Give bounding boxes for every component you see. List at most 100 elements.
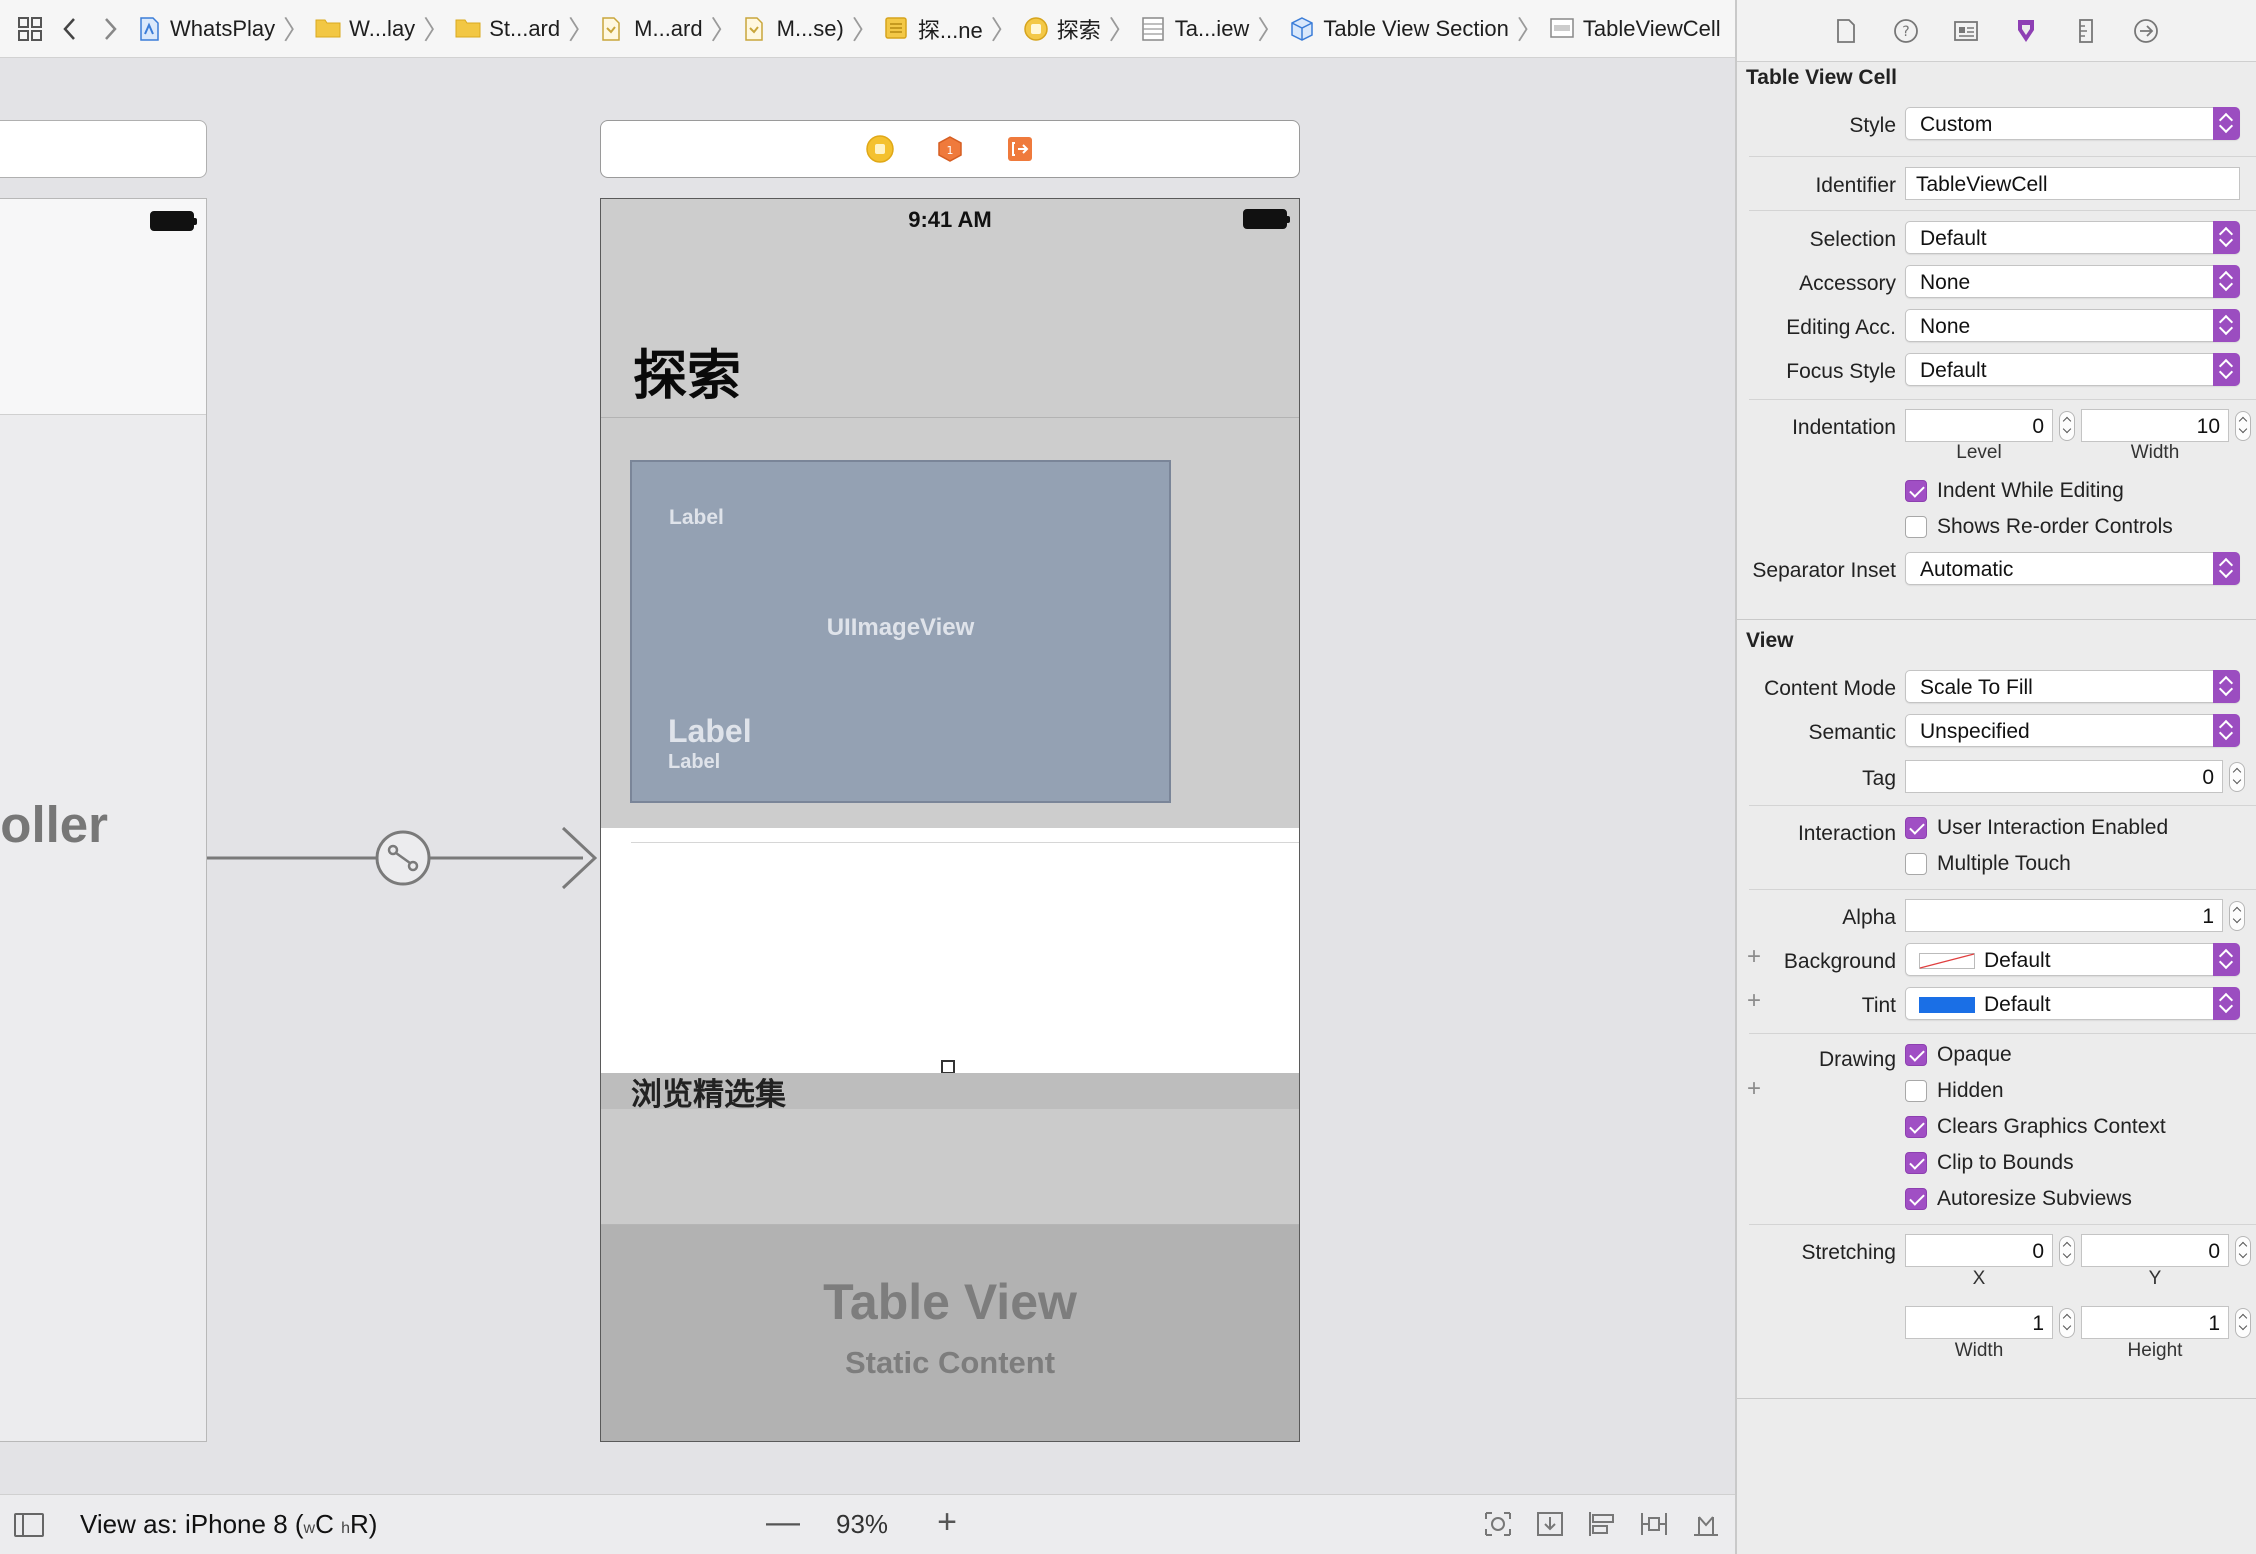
storyboard-canvas[interactable]: roller 1 9:41 AM xyxy=(0,58,1735,1494)
left-scene[interactable]: roller xyxy=(0,198,207,1442)
update-frames-icon[interactable] xyxy=(1482,1509,1514,1539)
opaque-checkbox[interactable] xyxy=(1905,1044,1927,1066)
indentation-level-field[interactable]: 0 xyxy=(1905,409,2053,442)
clears-graphics-context-checkbox[interactable] xyxy=(1905,1116,1927,1138)
focus-style-popup[interactable]: Default xyxy=(1905,353,2240,386)
shows-reorder-checkbox[interactable] xyxy=(1905,516,1927,538)
crumb-group-2[interactable]: St...ard〉 xyxy=(449,10,594,47)
stretching-y-stepper[interactable] xyxy=(2235,1236,2251,1266)
hidden-checkbox[interactable] xyxy=(1905,1080,1927,1102)
alpha-label: Alpha xyxy=(1842,906,1896,929)
stretching-x-stepper[interactable] xyxy=(2059,1236,2075,1266)
clears-graphics-context-label: Clears Graphics Context xyxy=(1937,1115,2166,1138)
selected-cell-content[interactable] xyxy=(601,828,1299,1074)
resolve-autolayout-icon[interactable] xyxy=(1690,1509,1722,1539)
divider xyxy=(1749,156,2256,157)
indent-while-editing-checkbox[interactable] xyxy=(1905,480,1927,502)
alpha-stepper[interactable] xyxy=(2229,901,2245,931)
crumb-project[interactable]: WhatsPlay〉 xyxy=(130,10,309,47)
navigation-large-title[interactable]: 探索 xyxy=(633,344,741,407)
selection-popup[interactable]: Default xyxy=(1905,221,2240,254)
crumb-scene[interactable]: 探...ne〉 xyxy=(878,10,1017,47)
identifier-field[interactable]: TableViewCell xyxy=(1905,167,2240,200)
cell-separator xyxy=(631,842,1299,843)
editing-accessory-popup[interactable]: None xyxy=(1905,309,2240,342)
crumb-table-view[interactable]: Ta...iew〉 xyxy=(1135,10,1283,47)
first-responder-icon[interactable]: 1 xyxy=(935,134,965,164)
add-variation-icon[interactable]: + xyxy=(1747,943,1762,970)
add-variation-icon[interactable]: + xyxy=(1747,1075,1762,1102)
identity-inspector-icon[interactable] xyxy=(1951,16,1981,46)
multiple-touch-checkbox[interactable] xyxy=(1905,853,1927,875)
tag-field[interactable]: 0 xyxy=(1905,760,2223,793)
explore-scene[interactable]: 9:41 AM 探索 Label UIImageView Label Label… xyxy=(600,198,1300,1442)
table-view-cell[interactable] xyxy=(601,1109,1299,1225)
left-scene-dock[interactable] xyxy=(0,120,207,178)
zoom-out-button[interactable]: — xyxy=(766,1503,800,1541)
tag-stepper[interactable] xyxy=(2229,762,2245,792)
background-popup[interactable]: Default xyxy=(1905,943,2240,976)
separator-inset-popup[interactable]: Automatic xyxy=(1905,552,2240,585)
zoom-level[interactable]: 93% xyxy=(836,1509,889,1539)
related-items-icon[interactable] xyxy=(10,9,50,49)
accessory-popup[interactable]: None xyxy=(1905,265,2240,298)
accessory-label: Accessory xyxy=(1799,272,1896,295)
size-inspector-icon[interactable] xyxy=(2071,16,2101,46)
content-mode-popup[interactable]: Scale To Fill xyxy=(1905,670,2240,703)
segue-icon[interactable] xyxy=(375,830,431,886)
forward-chevron-icon[interactable] xyxy=(90,9,130,49)
document-outline-toggle-icon[interactable] xyxy=(14,1513,44,1537)
user-interaction-checkbox[interactable] xyxy=(1905,817,1927,839)
semantic-popup[interactable]: Unspecified xyxy=(1905,714,2240,747)
crumb-table-view-section[interactable]: Table View Section〉 xyxy=(1283,10,1543,47)
stretching-height-value: 1 xyxy=(2208,1312,2220,1335)
default-color-swatch-icon xyxy=(1919,953,1975,969)
crumb-view-controller[interactable]: 探索〉 xyxy=(1017,10,1135,47)
stretching-height-field[interactable]: 1 xyxy=(2081,1306,2229,1339)
image-title-label[interactable]: Label xyxy=(668,713,752,749)
stretching-height-stepper[interactable] xyxy=(2235,1308,2251,1338)
back-chevron-icon[interactable] xyxy=(50,9,90,49)
popup-arrows-icon xyxy=(2213,309,2240,342)
segue-arrow[interactable] xyxy=(207,818,597,898)
table-view-placeholder[interactable]: Table View Static Content xyxy=(601,1225,1299,1441)
image-top-label[interactable]: Label xyxy=(669,506,724,529)
view-controller-icon[interactable] xyxy=(865,134,895,164)
indentation-width-field[interactable]: 10 xyxy=(2081,409,2229,442)
crumb-storyboard[interactable]: M...ard〉 xyxy=(594,10,737,47)
background-value: Default xyxy=(1984,949,2051,972)
section-header-label[interactable]: 浏览精选集 xyxy=(631,1077,786,1113)
semantic-row: Semantic Unspecified xyxy=(1737,714,2256,750)
align-icon[interactable] xyxy=(1586,1509,1618,1539)
clip-to-bounds-checkbox[interactable] xyxy=(1905,1152,1927,1174)
tint-popup[interactable]: Default xyxy=(1905,987,2240,1020)
crumb-table-view-cell[interactable]: TableViewCell xyxy=(1543,16,1721,42)
exit-icon[interactable] xyxy=(1005,134,1035,164)
style-popup[interactable]: Custom xyxy=(1905,107,2240,140)
attributes-inspector-icon[interactable] xyxy=(2011,16,2041,46)
add-variation-icon[interactable]: + xyxy=(1747,987,1762,1014)
view-section-title: View xyxy=(1746,629,1794,652)
crumb-storyboard-base[interactable]: M...se)〉 xyxy=(737,10,878,47)
add-constraints-icon[interactable] xyxy=(1638,1509,1670,1539)
alpha-field[interactable]: 1 xyxy=(1905,899,2223,932)
stretching-width-field[interactable]: 1 xyxy=(1905,1306,2053,1339)
file-inspector-icon[interactable] xyxy=(1831,16,1861,46)
quick-help-icon[interactable]: ? xyxy=(1891,16,1921,46)
image-view[interactable]: Label UIImageView Label Label xyxy=(630,460,1171,803)
autoresize-subviews-checkbox[interactable] xyxy=(1905,1188,1927,1210)
indentation-level-stepper[interactable] xyxy=(2059,411,2075,441)
stretching-y-field[interactable]: 0 xyxy=(2081,1234,2229,1267)
resize-handle[interactable] xyxy=(941,1060,955,1074)
embed-in-icon[interactable] xyxy=(1534,1509,1566,1539)
stretching-x-field[interactable]: 0 xyxy=(1905,1234,2053,1267)
indentation-width-value: 10 xyxy=(2196,415,2220,438)
indentation-width-stepper[interactable] xyxy=(2235,411,2251,441)
view-as-device-button[interactable]: View as: iPhone 8 (wC hR) xyxy=(80,1509,377,1540)
crumb-group-1[interactable]: W...lay〉 xyxy=(309,10,449,47)
connections-inspector-icon[interactable] xyxy=(2131,16,2161,46)
crumb-label: W...lay xyxy=(349,15,416,41)
stretching-width-stepper[interactable] xyxy=(2059,1308,2075,1338)
zoom-in-button[interactable]: + xyxy=(937,1503,957,1541)
image-subtitle-label[interactable]: Label xyxy=(668,751,721,773)
